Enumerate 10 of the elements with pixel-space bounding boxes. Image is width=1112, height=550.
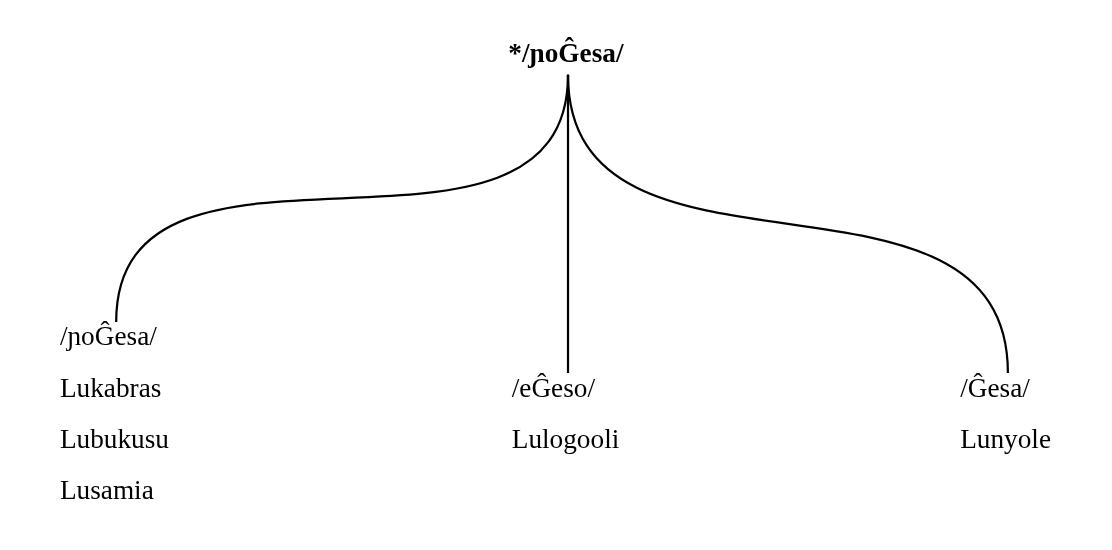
node-label: Lubukusu xyxy=(59,423,169,454)
node-label: Lukabras xyxy=(59,372,161,403)
node-label: Lusamia xyxy=(59,474,154,505)
node-label: Lunyole xyxy=(959,423,1051,454)
node-text: /ɲoĜesa/ xyxy=(59,321,157,352)
connector xyxy=(566,74,1009,374)
node-label: Lulogooli xyxy=(511,423,619,454)
node-text: /eĜeso/ xyxy=(511,372,595,403)
node-text: /Ĝesa/ xyxy=(959,372,1030,403)
node-text: */ɲoĜesa/ xyxy=(507,38,623,69)
